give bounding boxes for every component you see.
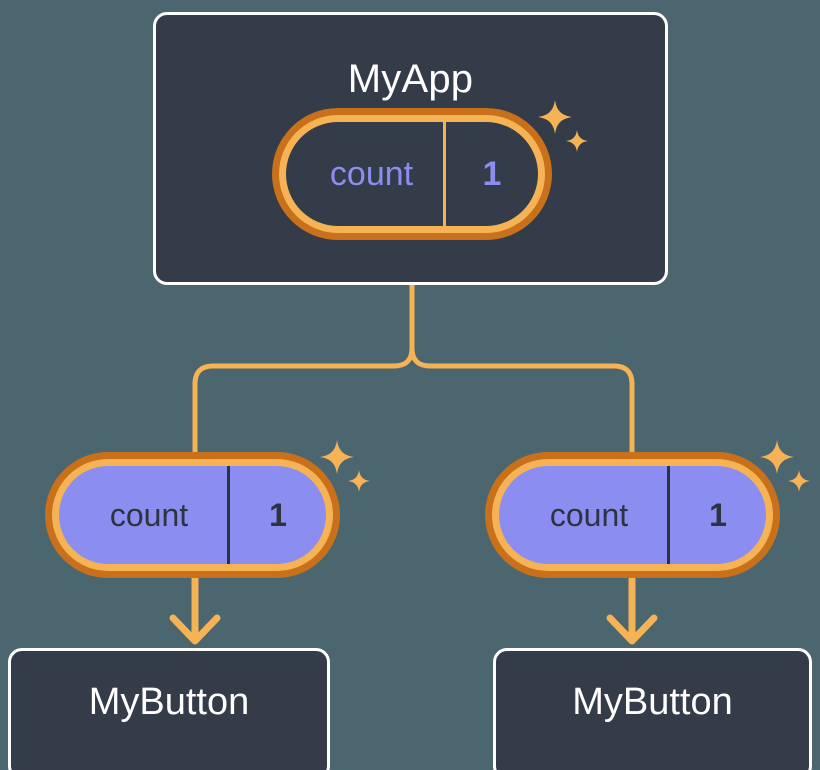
state-key-right: count [549,496,629,533]
state-pill-ring: count 1 [279,115,545,233]
state-value: 1 [443,122,538,226]
state-pill-myapp[interactable]: count 1 [272,108,552,240]
state-key: count [329,154,414,193]
sparkle-small-icon [348,470,370,492]
component-box-mybutton-right[interactable]: MyButton [493,648,812,770]
sparkle-icon [320,440,354,474]
sparkle-small-icon [788,470,810,492]
state-pill-body: count 1 [286,122,538,226]
state-pill-right[interactable]: count 1 [485,452,780,578]
component-title-mybutton-left: MyButton [88,681,250,723]
component-title-mybutton-right: MyButton [572,681,733,723]
state-pill-body-left: count 1 [59,466,326,564]
branch-connector-icon [192,282,415,455]
state-pill-body-right: count 1 [499,466,766,564]
state-key-left: count [109,496,189,533]
state-value-left: 1 [227,466,326,564]
component-box-mybutton-left[interactable]: MyButton [8,648,330,770]
state-pill-ring-left: count 1 [52,459,333,571]
state-pill-left[interactable]: count 1 [45,452,340,578]
arrow-head-left-icon [169,614,221,645]
state-value-right: 1 [667,466,766,564]
arrow-head-right-icon [606,614,658,645]
sparkle-icon [760,440,794,474]
branch-connector-right-icon [409,282,635,455]
state-pill-ring-right: count 1 [492,459,773,571]
component-title-myapp: MyApp [347,57,474,101]
